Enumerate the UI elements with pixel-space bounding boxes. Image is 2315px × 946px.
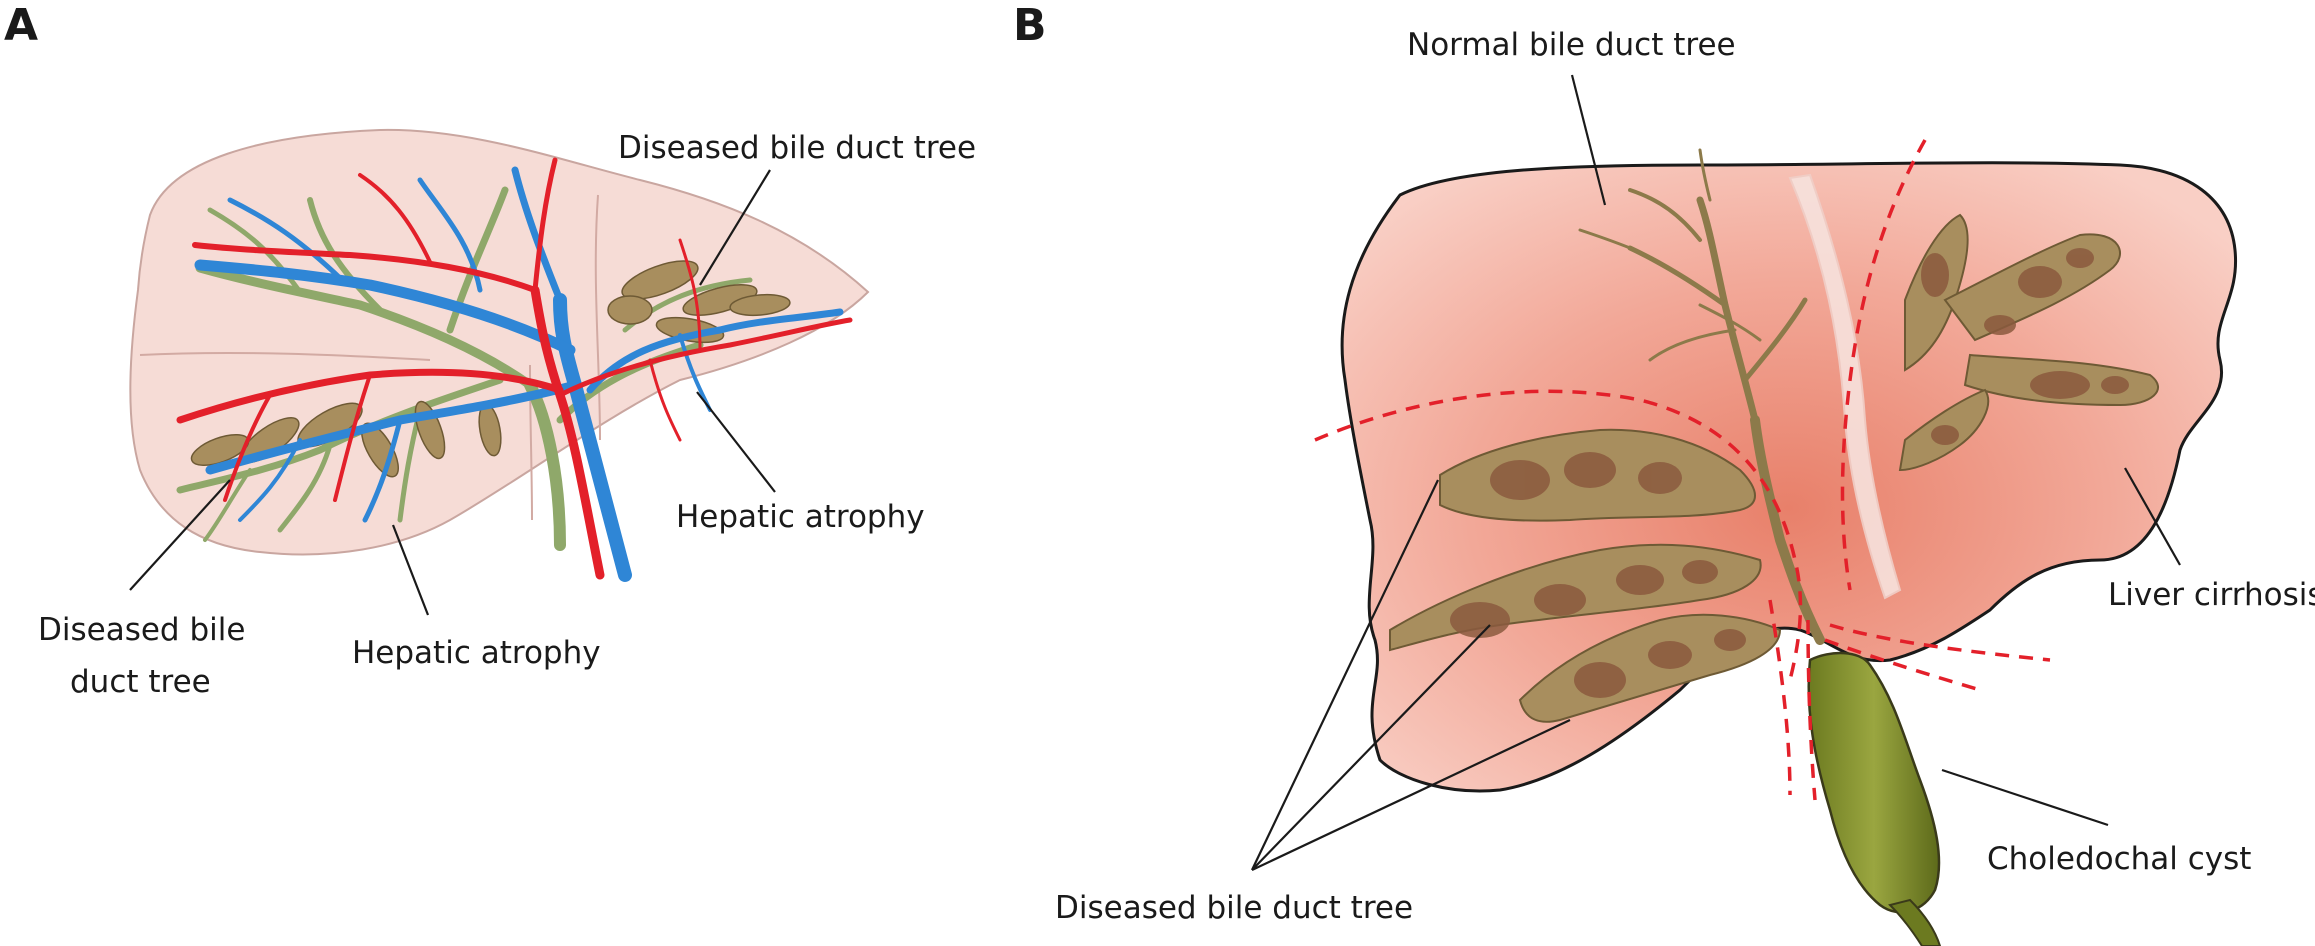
panel-b-falciform-ligament xyxy=(1788,173,1902,600)
panel-a-letter: A xyxy=(4,0,38,51)
panel-a-leader-diseased-left xyxy=(129,479,231,591)
panel-a-label-diseased-top: Diseased bile duct tree xyxy=(618,130,976,166)
panel-a-leader-atrophy-bottom xyxy=(391,524,430,616)
panel-b-label-choledochal-cyst: Choledochal cyst xyxy=(1987,841,2251,877)
panel-b-leaders-diseased-tree xyxy=(1251,479,1571,871)
panel-b-letter: B xyxy=(1013,0,1047,51)
panel-a-label-diseased-left-2: duct tree xyxy=(70,664,211,700)
panel-b-label-normal-tree: Normal bile duct tree xyxy=(1407,27,1736,63)
panel-b-diseased-cysts-left xyxy=(1450,452,1746,698)
panel-b-dashed-lines xyxy=(1314,139,2051,801)
panel-a-diseased-ducts xyxy=(190,260,791,478)
panel-a-leader-atrophy-right xyxy=(696,391,776,493)
panel-b: B xyxy=(1013,0,2315,946)
panel-b-leader-liver-cirrhosis xyxy=(2124,467,2181,566)
panel-b-label-diseased-tree: Diseased bile duct tree xyxy=(1055,890,1413,926)
panel-a-liver-outline xyxy=(129,128,870,556)
panel-b-common-bile-duct xyxy=(1888,898,1942,946)
panel-b-leader-choledochal-cyst xyxy=(1941,768,2109,827)
panel-a-leader-diseased-top xyxy=(699,169,771,286)
panel-b-label-liver-cirrhosis: Liver cirrhosis xyxy=(2108,577,2315,613)
panel-a-label-atrophy-bottom: Hepatic atrophy xyxy=(352,635,601,671)
panel-a-label-diseased-left-1: Diseased bile xyxy=(38,612,245,648)
panel-b-normal-bile-ducts xyxy=(1578,148,1825,645)
panel-a-label-atrophy-right: Hepatic atrophy xyxy=(676,499,925,535)
panel-b-diseased-cysts-right xyxy=(1921,248,2129,445)
panel-a: A xyxy=(4,0,976,700)
panel-b-choledochal-cyst xyxy=(1807,651,1941,914)
panel-a-portal-vein xyxy=(194,166,844,582)
panel-a-hepatic-artery xyxy=(176,157,853,580)
panel-b-leader-normal-tree xyxy=(1570,74,1607,206)
